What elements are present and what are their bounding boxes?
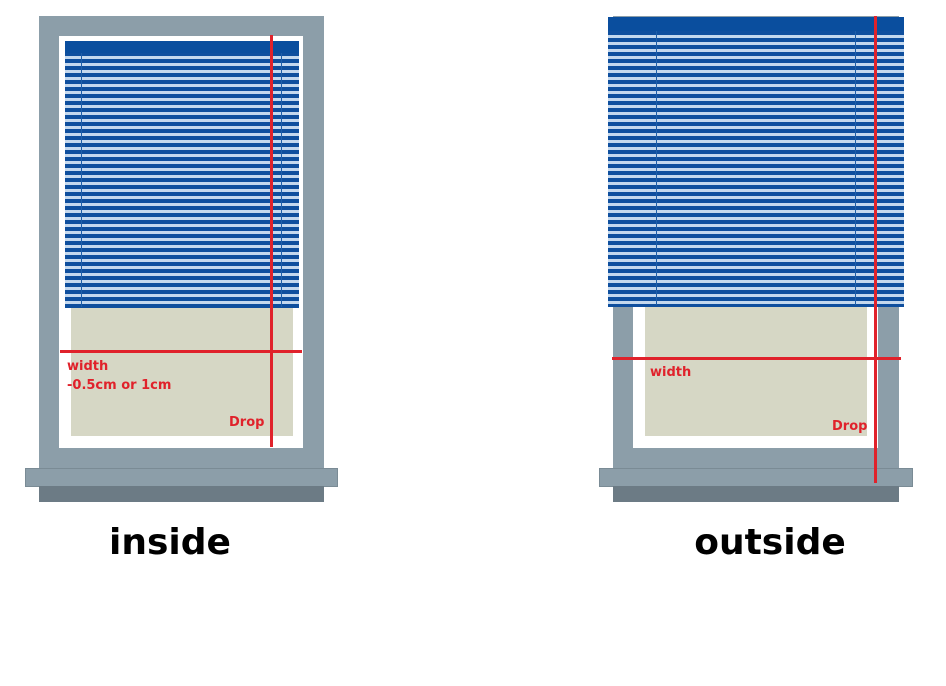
width-label: width: [650, 365, 692, 380]
sill-base: [39, 486, 324, 502]
venetian-blind: [608, 31, 904, 307]
width-label: width: [67, 359, 109, 374]
drop-label: Drop: [832, 419, 868, 434]
drop-measure-line: [874, 16, 877, 483]
ladder-cord: [281, 53, 282, 307]
width-note: -0.5cm or 1cm: [67, 378, 172, 393]
blind-headrail: [65, 41, 299, 53]
inside-caption: inside: [109, 522, 231, 563]
venetian-blind: [65, 52, 299, 308]
ladder-cord: [81, 53, 82, 307]
drop-measure-line: [270, 35, 273, 447]
drop-label: Drop: [229, 415, 265, 430]
width-measure-line: [612, 357, 901, 360]
window-view: [71, 300, 293, 436]
outside-caption: outside: [694, 522, 846, 563]
window-view: [645, 300, 867, 436]
ladder-cord: [656, 31, 657, 305]
blind-headrail: [608, 17, 904, 31]
window-sill: [599, 468, 913, 487]
width-measure-line: [60, 350, 302, 353]
window-sill: [25, 468, 338, 487]
ladder-cord: [855, 31, 856, 305]
sill-base: [613, 486, 899, 502]
